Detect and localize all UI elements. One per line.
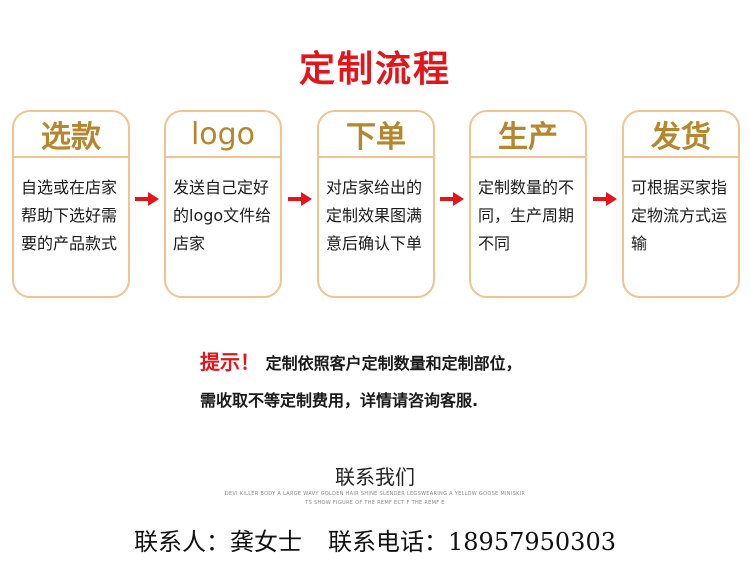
step-title: 生产 — [471, 112, 585, 158]
step-title: 下单 — [319, 112, 433, 158]
step-title: 发货 — [624, 112, 738, 158]
arrow-right-icon — [288, 192, 312, 206]
step-description: 定制数量的不同，生产周期不同 — [478, 178, 575, 253]
notice-line-1: 提示！ 定制依照客户定制数量和定制部位， — [200, 344, 522, 382]
step-description: 发送自己定好的logo文件给店家 — [173, 178, 272, 253]
contact-person-label: 联系人： — [134, 528, 231, 556]
step-description: 自选或在店家帮助下选好需要的产品款式 — [21, 178, 118, 253]
notice-text: 定制依照客户定制数量和定制部位， — [265, 354, 522, 373]
contact-title: 联系我们 — [335, 465, 415, 489]
step-title: logo — [166, 112, 280, 158]
step-description: 对店家给出的定制效果图满意后确认下单 — [326, 178, 423, 253]
arrow-right-icon — [440, 192, 464, 206]
decorative-tagline: DEVI KILLER BODY A LARGE WAVY GOLDEN HAI… — [224, 491, 526, 497]
step-card-shipping: 发货 可根据买家指定物流方式运输 — [622, 110, 740, 298]
page-title: 定制流程 — [298, 49, 451, 90]
contact-person-name: 龚女士 — [230, 528, 303, 556]
step-description: 可根据买家指定物流方式运输 — [631, 178, 728, 253]
step-title: 选款 — [14, 112, 128, 158]
step-card-logo: logo 发送自己定好的logo文件给店家 — [164, 110, 282, 298]
decorative-tagline: TS SHOW FIGURE OF THE REMF ECT F THE REM… — [305, 500, 445, 506]
notice-lead: 提示！ — [200, 350, 260, 374]
step-card-production: 生产 定制数量的不同，生产周期不同 — [469, 110, 587, 298]
notice-line-2: 需收取不等定制费用，详情请咨询客服. — [200, 391, 479, 410]
contact-phone-label: 联系电话： — [328, 528, 449, 556]
step-card-order: 下单 对店家给出的定制效果图满意后确认下单 — [317, 110, 435, 298]
arrow-right-icon — [593, 192, 617, 206]
notice-block: 提示！ 定制依照客户定制数量和定制部位， 需收取不等定制费用，详情请咨询客服. — [200, 344, 522, 419]
arrow-right-icon — [135, 192, 159, 206]
step-card-select: 选款 自选或在店家帮助下选好需要的产品款式 — [12, 110, 130, 298]
contact-line: 联系人：龚女士联系电话：18957950303 — [0, 522, 750, 557]
contact-phone: 18957950303 — [448, 528, 616, 556]
